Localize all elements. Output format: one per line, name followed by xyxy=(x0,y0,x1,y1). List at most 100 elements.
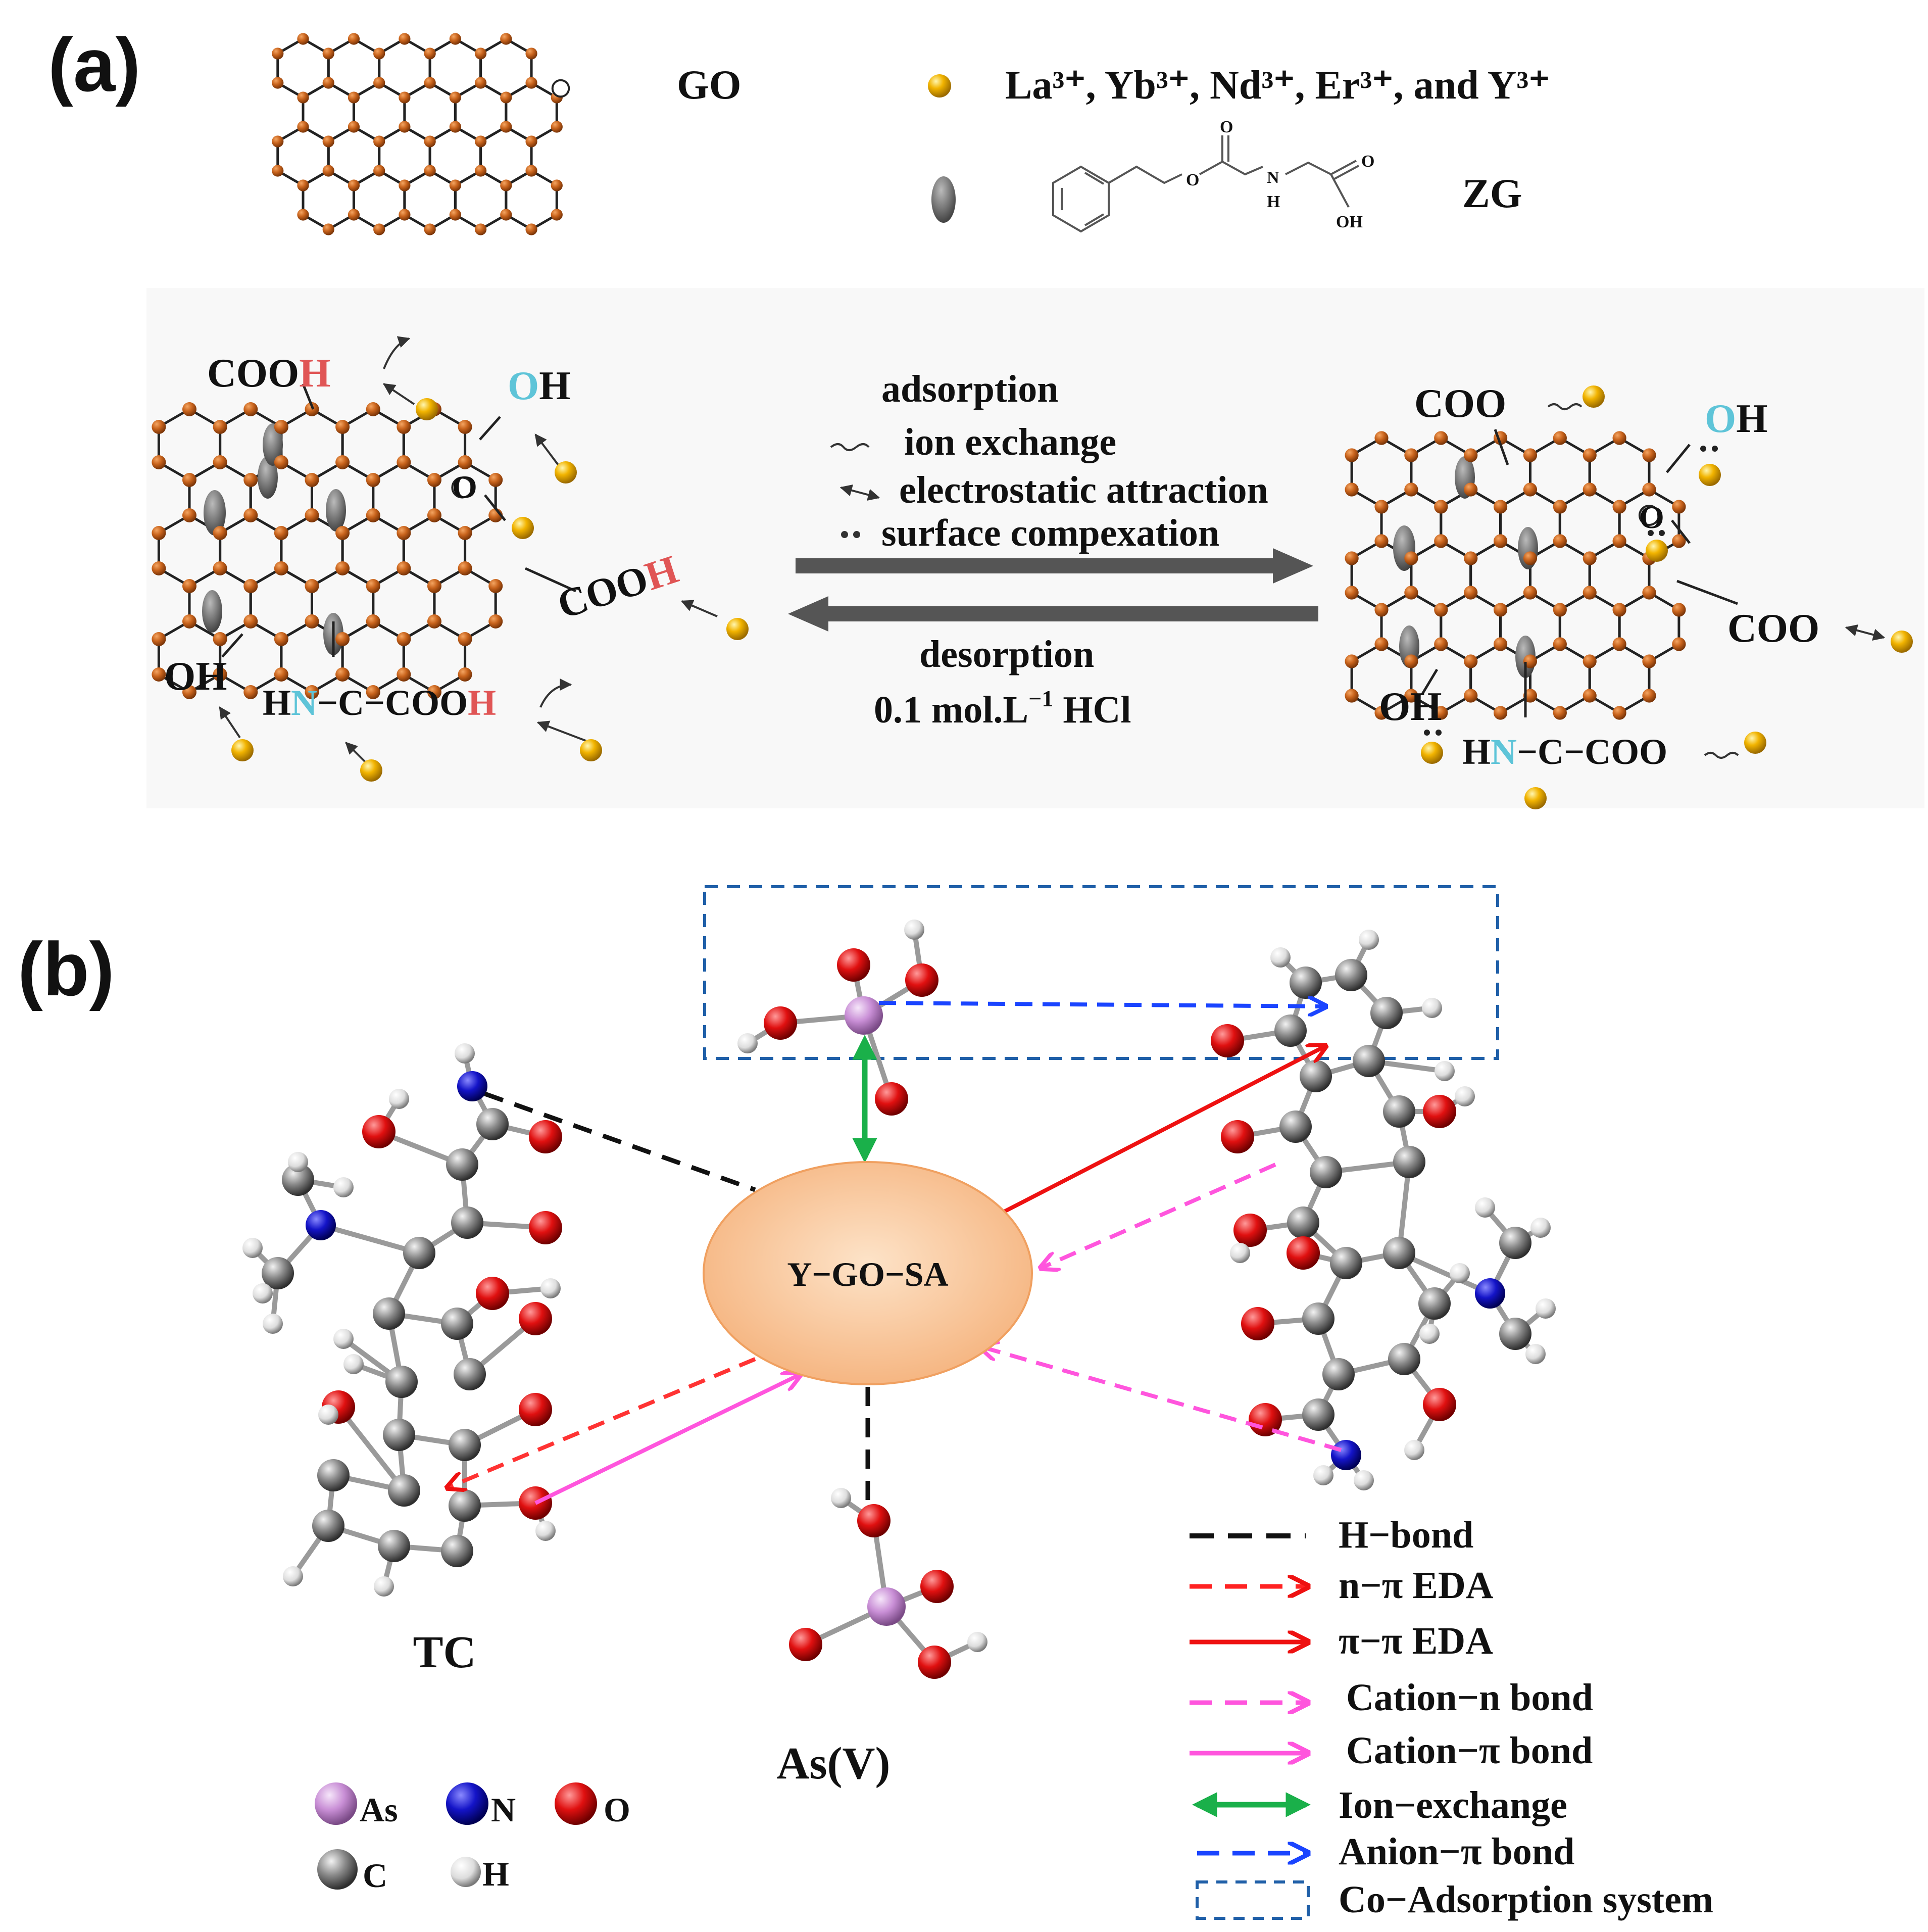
atom-legend-as: As xyxy=(360,1791,398,1829)
surface-dot-icon xyxy=(853,531,860,538)
epoxy-oxygen xyxy=(1638,504,1660,526)
h-atom xyxy=(242,1238,263,1258)
adsorption-label: adsorption xyxy=(881,368,1059,410)
epoxy-oxygen xyxy=(551,79,570,98)
carbon-node xyxy=(366,614,380,629)
n-atom xyxy=(306,1210,336,1240)
carbon-node xyxy=(475,135,487,148)
h-atom xyxy=(1422,998,1442,1018)
hcl-label: 0.1 mol.L−1 HCl xyxy=(874,686,1131,731)
carbon-node xyxy=(1642,586,1656,600)
carbon-node xyxy=(274,420,288,434)
carbon-node xyxy=(1612,706,1626,720)
carbon-node xyxy=(551,179,563,191)
carbon-node xyxy=(1374,500,1389,514)
zg-h: H xyxy=(1267,192,1280,211)
o-atom xyxy=(1249,1403,1282,1436)
carbon-node xyxy=(1553,637,1567,651)
carbon-node xyxy=(182,614,196,629)
carbon-node xyxy=(1345,654,1359,668)
panel-b-label: (b) xyxy=(18,927,115,1011)
right-oh-bottom: OH xyxy=(1379,685,1442,729)
c-atom xyxy=(403,1237,435,1269)
carbon-node xyxy=(1404,551,1418,565)
o-atom-icon xyxy=(555,1782,597,1825)
carbon-node xyxy=(274,526,288,540)
c-atom xyxy=(1290,967,1322,999)
o-atom xyxy=(529,1120,562,1153)
c-atom xyxy=(1310,1156,1342,1188)
carbon-node xyxy=(348,121,360,133)
carbon-node xyxy=(1345,689,1359,703)
c-atom xyxy=(1300,1060,1332,1092)
carbon-node xyxy=(213,455,227,469)
h-atom xyxy=(1435,1061,1455,1081)
zg-structure-icon xyxy=(1052,135,1359,233)
carbon-node xyxy=(348,209,360,221)
carbon-node xyxy=(1434,500,1448,514)
carbon-node xyxy=(335,667,350,682)
carbon-node xyxy=(475,77,487,89)
hex-ring xyxy=(352,81,406,143)
h-atom xyxy=(1455,1086,1475,1106)
as-atom xyxy=(845,996,883,1035)
hex-ring xyxy=(378,37,431,99)
carbon-node xyxy=(1583,551,1597,565)
left-metal-ions xyxy=(231,398,749,782)
cation-pi-arrow xyxy=(534,1374,801,1505)
h-atom xyxy=(540,1278,561,1298)
carbon-node xyxy=(525,135,537,148)
o-atom xyxy=(920,1570,954,1603)
surface-dot-icon xyxy=(841,531,848,538)
carbon-node xyxy=(243,402,258,416)
carbon-node xyxy=(488,579,503,593)
carbon-node xyxy=(1642,689,1656,703)
left-cooh-top: COOH xyxy=(207,351,330,396)
h-atom xyxy=(283,1566,303,1586)
carbon-node xyxy=(1345,482,1359,497)
carbon-node xyxy=(297,209,309,221)
n-atom xyxy=(1475,1278,1505,1309)
carbon-node xyxy=(1583,448,1597,462)
carbon-node xyxy=(458,526,472,540)
carbon-node xyxy=(399,209,411,221)
cation-n-arrow-right xyxy=(1041,1163,1276,1268)
h-atom xyxy=(967,1632,987,1652)
carbon-node xyxy=(1374,534,1389,548)
carbon-node xyxy=(243,614,258,629)
carbon-node xyxy=(399,121,411,133)
carbon-node xyxy=(525,165,537,177)
atom-legend-c: C xyxy=(363,1856,387,1895)
hex-ring xyxy=(403,169,457,231)
carbon-node xyxy=(152,526,166,540)
carbon-node xyxy=(1523,689,1538,703)
carbon-node xyxy=(274,667,288,682)
o-atom xyxy=(1233,1214,1267,1247)
c-atom xyxy=(1499,1227,1531,1259)
panel-a-label: (a) xyxy=(48,22,140,107)
c-atom xyxy=(317,1459,350,1491)
c-atom-icon xyxy=(317,1849,358,1890)
carbon-node xyxy=(322,165,334,177)
c-atom xyxy=(282,1164,314,1196)
hex-ring xyxy=(505,169,558,231)
carbon-node xyxy=(1345,586,1359,600)
carbon-node xyxy=(1672,637,1686,651)
carbon-node xyxy=(488,473,503,487)
zg-molecule-ellipse xyxy=(263,423,283,466)
c-atom xyxy=(451,1206,483,1239)
atom-bond xyxy=(1397,1250,1493,1296)
zg-molecule-ellipse xyxy=(326,489,346,532)
carbon-node xyxy=(1612,431,1626,445)
carbon-node xyxy=(305,685,319,699)
h-atom xyxy=(1475,1197,1495,1218)
carbon-node xyxy=(449,91,461,104)
c-atom xyxy=(1330,1247,1362,1279)
o-atom xyxy=(519,1302,552,1335)
zg-oh: OH xyxy=(1336,213,1363,231)
carbon-node xyxy=(1583,654,1597,668)
anion-pi-arrow xyxy=(878,1003,1326,1006)
c-atom xyxy=(446,1148,478,1181)
h-atom xyxy=(333,1177,354,1197)
